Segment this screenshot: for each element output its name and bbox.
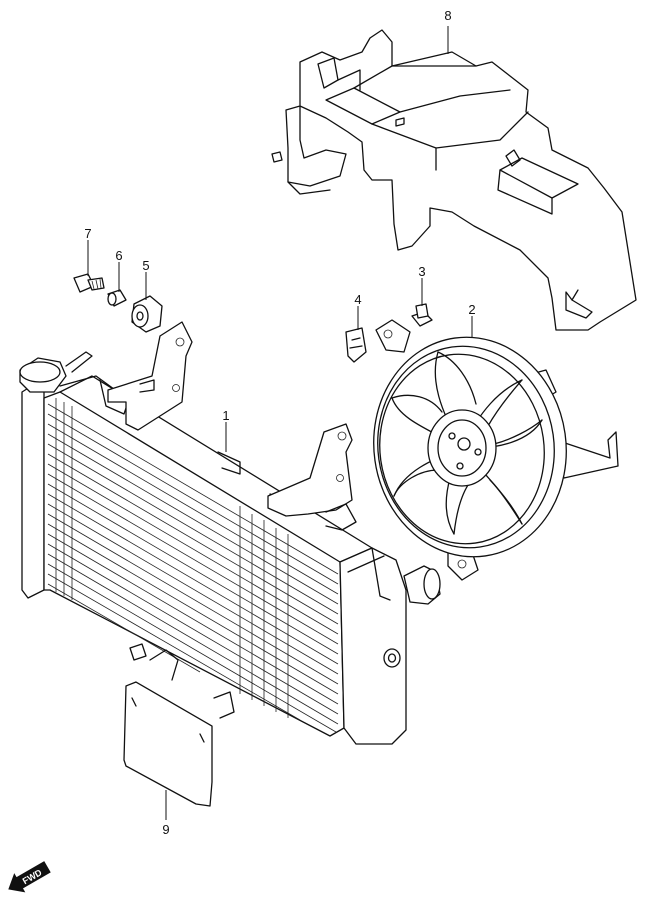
callout-numbers: 8 7 6 5 3 4 2 1 9	[84, 8, 475, 837]
callout-3: 3	[418, 264, 425, 279]
part-8-radiator-cover	[271, 29, 637, 331]
callout-9: 9	[162, 822, 169, 837]
callout-5: 5	[142, 258, 149, 273]
part-4-clip-nut	[345, 327, 367, 363]
callout-1: 1	[222, 408, 229, 423]
part-3-screw	[411, 303, 433, 327]
part-7-bolt	[73, 273, 105, 293]
part-9-protector	[123, 681, 213, 807]
part-5-cushion	[131, 295, 163, 333]
callout-4: 4	[354, 292, 361, 307]
callout-8: 8	[444, 8, 451, 23]
callout-2: 2	[468, 302, 475, 317]
part-2-cooling-fan	[373, 319, 619, 581]
callout-6: 6	[115, 248, 122, 263]
part-6-collar	[107, 289, 127, 307]
callout-7: 7	[84, 226, 91, 241]
leader-lines	[87, 26, 473, 820]
part-1-radiator	[19, 321, 441, 745]
fwd-arrow-icon: FWD	[8, 861, 51, 893]
